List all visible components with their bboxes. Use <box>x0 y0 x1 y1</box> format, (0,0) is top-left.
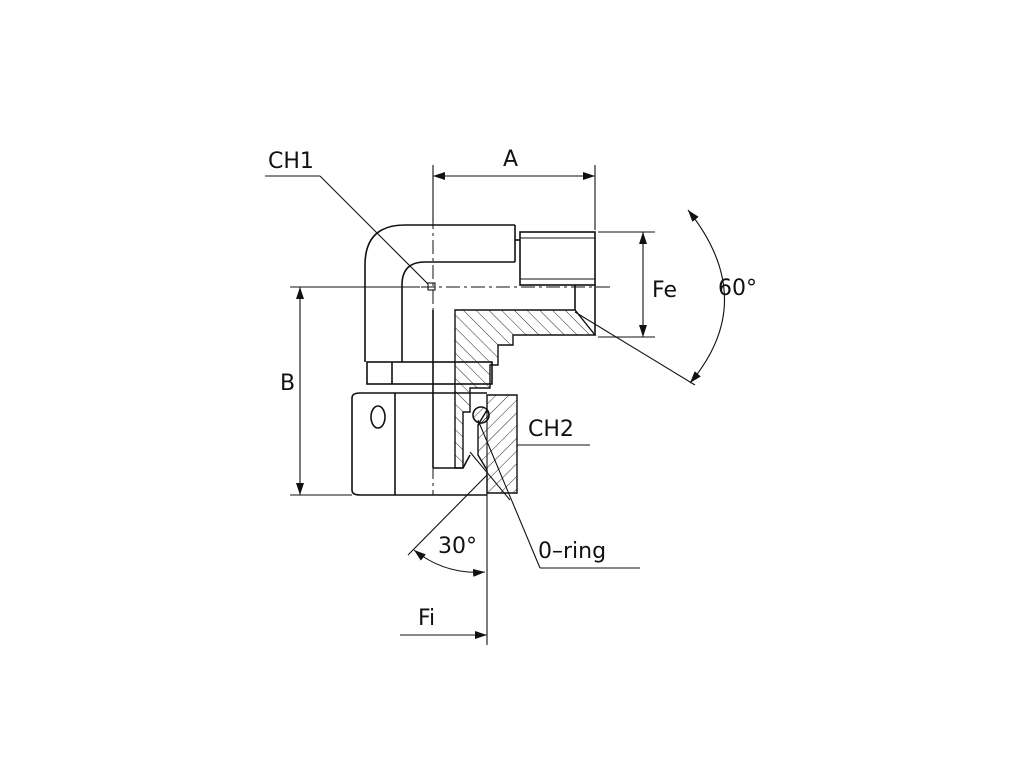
fi-dimension <box>400 410 488 645</box>
angle-60 <box>574 209 725 386</box>
label-fe: Fe <box>652 278 677 303</box>
label-angle-60: 60° <box>718 276 757 301</box>
label-angle-30: 30° <box>438 534 477 559</box>
dimension-b <box>290 286 420 496</box>
ch1-leader <box>265 175 429 285</box>
label-fi: Fi <box>418 606 435 631</box>
label-a: A <box>503 147 518 172</box>
swivel-nut <box>351 310 487 496</box>
section-hatch <box>454 309 597 494</box>
oring-leader <box>469 419 640 569</box>
o-ring-circle <box>472 406 490 424</box>
angle-30 <box>407 474 488 577</box>
dimension-fe <box>598 231 655 338</box>
elbow-body <box>364 224 596 385</box>
label-b: B <box>280 371 295 396</box>
label-oring: 0–ring <box>538 539 606 564</box>
label-ch1: CH1 <box>268 149 314 174</box>
label-ch2: CH2 <box>528 417 574 442</box>
dimension-a <box>432 165 596 230</box>
